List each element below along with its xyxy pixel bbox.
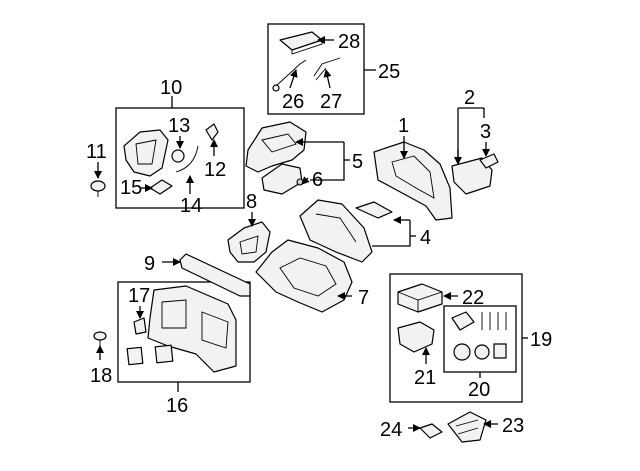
part-7-floor-carpet <box>255 239 353 313</box>
group-box-16 <box>117 281 251 383</box>
part-18-push-pin <box>93 331 107 348</box>
part-22-box <box>397 283 443 313</box>
part-1-rear-trim-panel <box>373 141 453 221</box>
part-16-pad-b <box>154 344 174 364</box>
part-11-push-pin <box>90 180 106 197</box>
callout-18: 18 <box>90 365 112 387</box>
callout-3: 3 <box>480 121 491 143</box>
group-box-10 <box>115 107 245 209</box>
callout-2: 2 <box>464 87 475 109</box>
callout-13: 13 <box>168 115 190 137</box>
leader-6 <box>301 176 310 185</box>
group-box-25 <box>267 23 365 115</box>
part-17-clip <box>133 317 147 335</box>
callout-6: 6 <box>312 169 323 191</box>
part-12-bracket <box>205 123 219 141</box>
part-26-jack-handle <box>272 59 307 92</box>
part-15-fastener <box>149 179 173 195</box>
callout-21: 21 <box>414 367 436 389</box>
part-14-seal <box>175 145 199 173</box>
callout-15: 15 <box>120 177 142 199</box>
callout-11: 11 <box>86 141 107 163</box>
callout-22: 22 <box>462 287 484 309</box>
part-28-cover <box>279 31 323 55</box>
part-23-jack <box>447 411 487 443</box>
callout-1: 1 <box>398 115 409 137</box>
callout-16: 16 <box>166 395 188 417</box>
callout-14: 14 <box>180 195 202 217</box>
part-13-clip <box>171 149 185 163</box>
callout-25: 25 <box>378 61 400 83</box>
callout-5: 5 <box>352 151 363 173</box>
part-21-bin <box>397 321 435 353</box>
part-2-storage-bin <box>451 157 493 195</box>
part-24-jack-handle <box>419 423 443 439</box>
part-9-rail <box>179 253 251 297</box>
part-8-bracket <box>227 221 271 263</box>
callout-7: 7 <box>358 287 369 309</box>
leader-27 <box>323 69 332 89</box>
group-box-20 <box>443 305 517 373</box>
callout-8: 8 <box>246 191 257 213</box>
callout-26: 26 <box>282 91 304 113</box>
callout-10: 10 <box>160 77 182 99</box>
leader-4 <box>372 220 411 247</box>
part-6-panel <box>261 163 304 195</box>
callout-28: 28 <box>338 31 360 53</box>
callout-23: 23 <box>502 415 524 437</box>
part-20-hardware-kit <box>451 311 507 361</box>
part-4-trunk-liner <box>299 199 393 263</box>
callout-24: 24 <box>380 419 402 441</box>
callout-27: 27 <box>320 91 342 113</box>
part-5-quarter-trim <box>245 121 307 173</box>
leader-26 <box>289 69 298 89</box>
callout-20: 20 <box>468 379 490 401</box>
part-16-pad-a <box>126 346 144 366</box>
callout-9: 9 <box>144 253 155 275</box>
callout-17: 17 <box>128 285 150 307</box>
callout-4: 4 <box>420 227 431 249</box>
part-16-trim-panel <box>147 285 237 373</box>
callout-19: 19 <box>530 329 552 351</box>
part-10-side-trim <box>123 129 169 177</box>
leader-5 <box>310 142 345 181</box>
callout-12: 12 <box>204 159 226 181</box>
